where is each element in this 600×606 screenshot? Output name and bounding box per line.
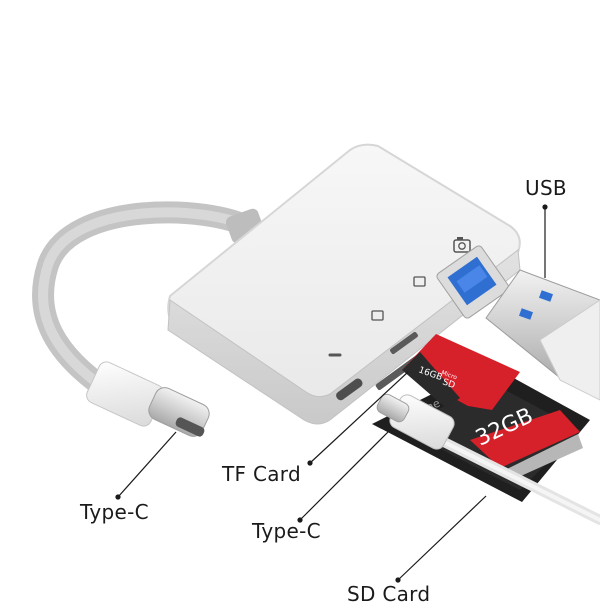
callout-lines	[115, 204, 548, 583]
type-c-middle-label: Type-C	[252, 519, 321, 543]
usb-plug	[485, 269, 600, 401]
tf-card: 16GB Micro SD	[402, 334, 520, 410]
sd-card-label: SD Card	[347, 582, 431, 606]
tf-brand-line2: SD	[441, 377, 456, 391]
sd-card: me 32GB	[372, 365, 590, 502]
usb-label: USB	[525, 176, 567, 200]
type-c-plug-left	[86, 361, 210, 437]
tf-slot-icon	[371, 310, 384, 321]
tf-slot	[390, 331, 418, 355]
type-c-left-label: Type-C	[80, 500, 149, 524]
usb-port	[436, 245, 510, 319]
tf-card-label: TF Card	[222, 462, 301, 486]
sd-slot-icon	[413, 276, 426, 287]
type-c-port	[336, 378, 363, 401]
camera-icon	[453, 237, 471, 253]
type-c-plug-middle	[376, 393, 600, 525]
